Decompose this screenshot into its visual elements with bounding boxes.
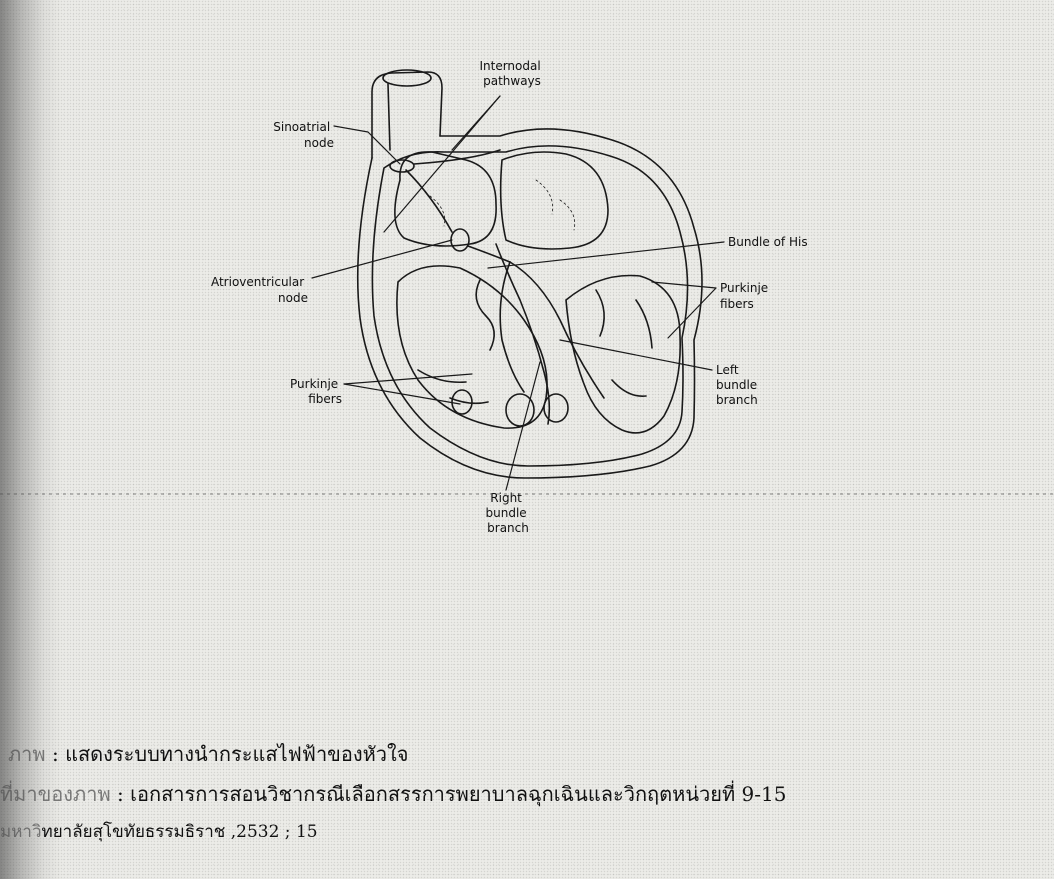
label-right-bundle-branch: Right bundle branch [486,491,531,535]
caption-source-prefix: ที่มาของภาพ [0,782,111,806]
left-bundle-branch [510,262,604,398]
papillary-muscle-2 [544,394,568,422]
caption-source-sep: : [111,782,130,806]
leader-right-bundle [506,362,540,490]
left-ventricle [566,276,680,433]
caption-title-sep: : [46,742,65,766]
right-atrium [395,152,496,246]
label-purkinje-fibers-right: Purkinje fibers [720,281,772,311]
label-purkinje-fibers-left: Purkinje fibers [290,377,342,406]
caption-source: ที่มาของภาพ : เอกสารการสอนวิชากรณีเลือกส… [0,778,1054,810]
caption-source-text: เอกสารการสอนวิชากรณีเลือกสรรการพยาบาลฉุก… [130,782,786,806]
scan-dotted-rule [0,493,1054,495]
leader-purkinje-left-2 [344,384,460,404]
purkinje-detail-4 [612,380,646,396]
label-sinoatrial-node: Sinoatrial node [273,120,334,150]
atrioventricular-node [451,229,469,251]
vena-cava-inner-wall [388,84,390,150]
caption-publisher-prefix: มหาวิ [0,822,42,842]
leader-purkinje-right-2 [668,288,716,338]
caption-title-text: แสดงระบบทางนำกระแสไฟฟ้าของหัวใจ [65,742,408,766]
left-atrium [501,152,608,249]
trabecular-detail-2 [596,290,604,336]
leader-av [312,240,452,278]
purkinje-detail-3 [636,300,652,348]
caption-title: ภาพ : แสดงระบบทางนำกระแสไฟฟ้าของหัวใจ [0,738,1054,770]
caption-publisher-text: ทยาลัยสุโขทัยธรรมธิราช ,2532 ; 15 [42,822,318,842]
purkinje-detail-2 [450,398,488,403]
heart-outer-outline [358,129,702,478]
superior-vena-cava [372,72,442,158]
label-atrioventricular-node: Atrioventricular node [211,275,308,305]
label-left-bundle-branch: Left bundle branch [716,363,761,407]
bundle-of-his [468,246,510,262]
trabecular-detail-1 [476,280,494,350]
caption-title-prefix: ภาพ [8,742,46,766]
label-internodal-pathways: Internodal pathways [479,59,544,88]
caption-publisher: มหาวิทยาลัยสุโขทัยธรรมธิราช ,2532 ; 15 [0,818,1054,845]
leader-internodal-2 [384,96,500,232]
label-bundle-of-his: Bundle of His [728,235,808,249]
